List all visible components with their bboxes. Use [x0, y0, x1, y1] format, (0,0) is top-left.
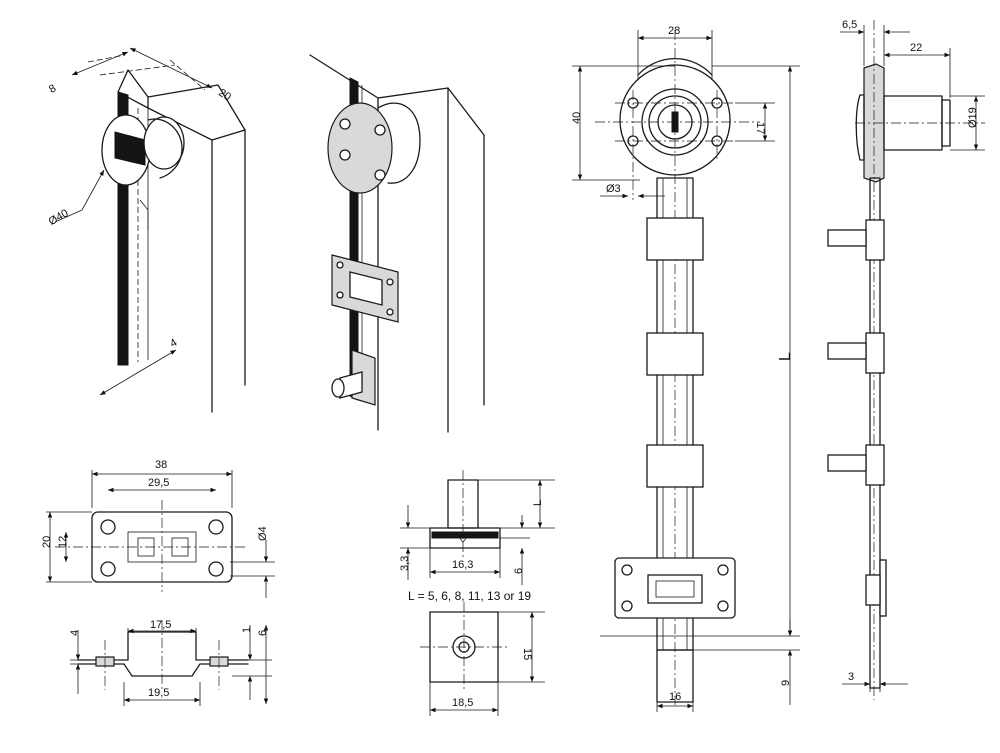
striker-plate-view: 38 29,5 20 12 Ø4	[41, 459, 275, 598]
dim-plate-overall: 38	[155, 459, 167, 471]
dim-side-thick: 4	[69, 630, 81, 636]
front-view-assembly: 28 40 17 Ø3 L 16 9	[571, 25, 800, 712]
dim-plate-slot: 12	[57, 536, 69, 548]
dim-plate-holes: 29,5	[148, 477, 169, 489]
dim-pin-l: L	[532, 500, 544, 506]
dim-iso-gap: 4	[168, 337, 179, 350]
dim-pin-w: 16,3	[452, 559, 473, 571]
dim-front-end: 9	[780, 680, 792, 686]
dim-plate-hole-dia: Ø4	[257, 526, 269, 541]
dim-pin-plan-h: 15	[521, 648, 533, 660]
dim-pin-h: 3,3	[399, 556, 411, 571]
dim-side-t2: 6	[257, 630, 269, 636]
dim-pin-plan-w: 18,5	[452, 697, 473, 709]
dim-front-rod: 16	[669, 691, 681, 703]
dim-iso-depth: 8	[47, 82, 58, 95]
dim-front-h: 40	[571, 112, 583, 124]
iso-view-mounted	[309, 54, 485, 433]
pin-side-view: L 3,3 16,3 6 L = 5, 6, 8, 11, 13 or 19	[399, 470, 555, 603]
dim-side-flange: 6,5	[842, 19, 857, 31]
dim-iso-diameter: Ø40	[47, 207, 71, 228]
pin-plan-view: 15 18,5	[420, 602, 545, 716]
dim-front-hole: Ø3	[606, 183, 621, 195]
dim-side-outer: 19,5	[148, 687, 169, 699]
dim-front-top: 28	[668, 25, 680, 37]
striker-side-view: 17,5 19,5 4 1 6	[69, 619, 272, 706]
dim-side-inner: 17,5	[150, 619, 171, 631]
dim-side-body: 22	[910, 42, 922, 54]
dim-plate-height: 20	[41, 536, 53, 548]
dim-iso-width: 20	[216, 87, 233, 104]
dim-front-len: L	[777, 352, 794, 361]
dim-side-t1: 1	[241, 627, 253, 633]
dim-front-key: 17	[754, 122, 766, 134]
dim-pin-base: 6	[513, 568, 525, 574]
iso-view-cutout: 8 20 Ø40 4	[47, 47, 246, 413]
side-view-assembly: 6,5 22 Ø19 3	[827, 19, 985, 700]
dim-side-dia: Ø19	[967, 107, 979, 128]
pin-length-note: L = 5, 6, 8, 11, 13 or 19	[408, 589, 531, 603]
dim-side-rod: 3	[848, 671, 854, 683]
